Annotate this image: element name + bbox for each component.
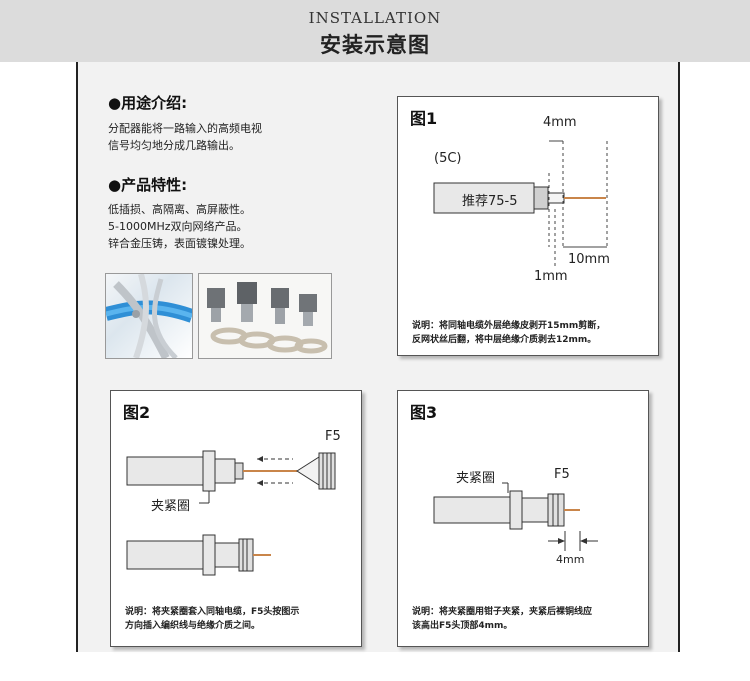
- connector-photo: [198, 273, 332, 359]
- header-title-en: INSTALLATION: [308, 9, 442, 27]
- figure-2-clamp-label: 夹紧圈: [151, 499, 191, 514]
- features-title: ●产品特性:: [108, 176, 188, 194]
- features-line-2: 5-1000MHz双向网络产品。: [108, 220, 248, 233]
- figure-1-dim-right: 10mm: [568, 252, 610, 267]
- figure-3-note: 说明：将夹紧圈用钳子夹紧，夹紧后裸铜线应 该高出F5头顶部4mm。: [412, 605, 592, 633]
- figure-3-f5-label: F5: [554, 467, 570, 482]
- content-panel: ●用途介绍: 分配器能将一路输入的高频电视 信号均匀地分成几路输出。 ●产品特性…: [76, 62, 680, 652]
- figure-1-note: 说明：将同轴电缆外层绝缘皮剥开15mm剪断， 反网状丝后翻，将中层绝缘介质剥去1…: [412, 319, 605, 347]
- figure-1-dim-bottom: 1mm: [534, 269, 568, 284]
- figure-2-title: 图2: [123, 403, 151, 422]
- figure-1-note-line-1: 说明：将同轴电缆外层绝缘皮剥开15mm剪断，: [412, 321, 606, 331]
- figure-3-title: 图3: [410, 403, 438, 422]
- figure-3-dim-label: 4mm: [556, 553, 585, 566]
- usage-line-1: 分配器能将一路输入的高频电视: [108, 122, 262, 135]
- usage-text: 分配器能将一路输入的高频电视 信号均匀地分成几路输出。: [108, 120, 262, 154]
- figure-2-note: 说明：将夹紧圈套入同轴电缆，F5头按图示 方向插入编织线与绝缘介质之间。: [125, 605, 299, 633]
- figure-2-note-line-1: 说明：将夹紧圈套入同轴电缆，F5头按图示: [125, 607, 300, 617]
- usage-line-2: 信号均匀地分成几路输出。: [108, 139, 240, 152]
- figure-3-clamp-label: 夹紧圈: [456, 471, 496, 486]
- figure-2-f5-label: F5: [325, 429, 341, 444]
- figure-1-diagram: [433, 140, 608, 267]
- figure-1-note-line-2: 反网状丝后翻，将中层绝缘介质剥去12mm。: [412, 335, 597, 345]
- figure-2-box: 图2: [110, 390, 362, 647]
- usage-title: ●用途介绍:: [108, 94, 188, 112]
- figure-2-diagram: [126, 450, 336, 576]
- features-line-3: 锌合金压铸，表面镀镍处理。: [108, 237, 251, 250]
- figure-3-note-line-1: 说明：将夹紧圈用钳子夹紧，夹紧后裸铜线应: [412, 607, 593, 617]
- header-title-cn: 安装示意图: [320, 32, 430, 57]
- cable-photo: [105, 273, 193, 359]
- figure-1-cable-label: 推荐75-5: [462, 194, 518, 209]
- connector-photo-art: [207, 282, 328, 354]
- figure-3-diagram: [433, 482, 598, 551]
- cable-photo-art: [106, 274, 192, 358]
- features-line-1: 低插损、高隔离、高屏蔽性。: [108, 203, 251, 216]
- figure-1-type-label: (5C): [434, 151, 462, 166]
- figure-3-note-line-2: 该高出F5头顶部4mm。: [412, 621, 513, 631]
- figure-1-dim-top: 4mm: [543, 115, 577, 130]
- header-band: INSTALLATION 安装示意图: [0, 0, 750, 62]
- figure-3-box: 图3 夹紧圈 F5 4mm 说明：将夹紧圈用钳子夹紧，夹紧后裸铜线应: [397, 390, 649, 647]
- figure-1-box: 图1 4mm (5C) 推荐75-5 10mm 1mm 说明：将同轴电缆外层绝缘: [397, 96, 659, 356]
- figure-1-title: 图1: [410, 109, 438, 128]
- features-text: 低插损、高隔离、高屏蔽性。 5-1000MHz双向网络产品。 锌合金压铸，表面镀…: [108, 201, 251, 252]
- figure-2-note-line-2: 方向插入编织线与绝缘介质之间。: [125, 621, 261, 631]
